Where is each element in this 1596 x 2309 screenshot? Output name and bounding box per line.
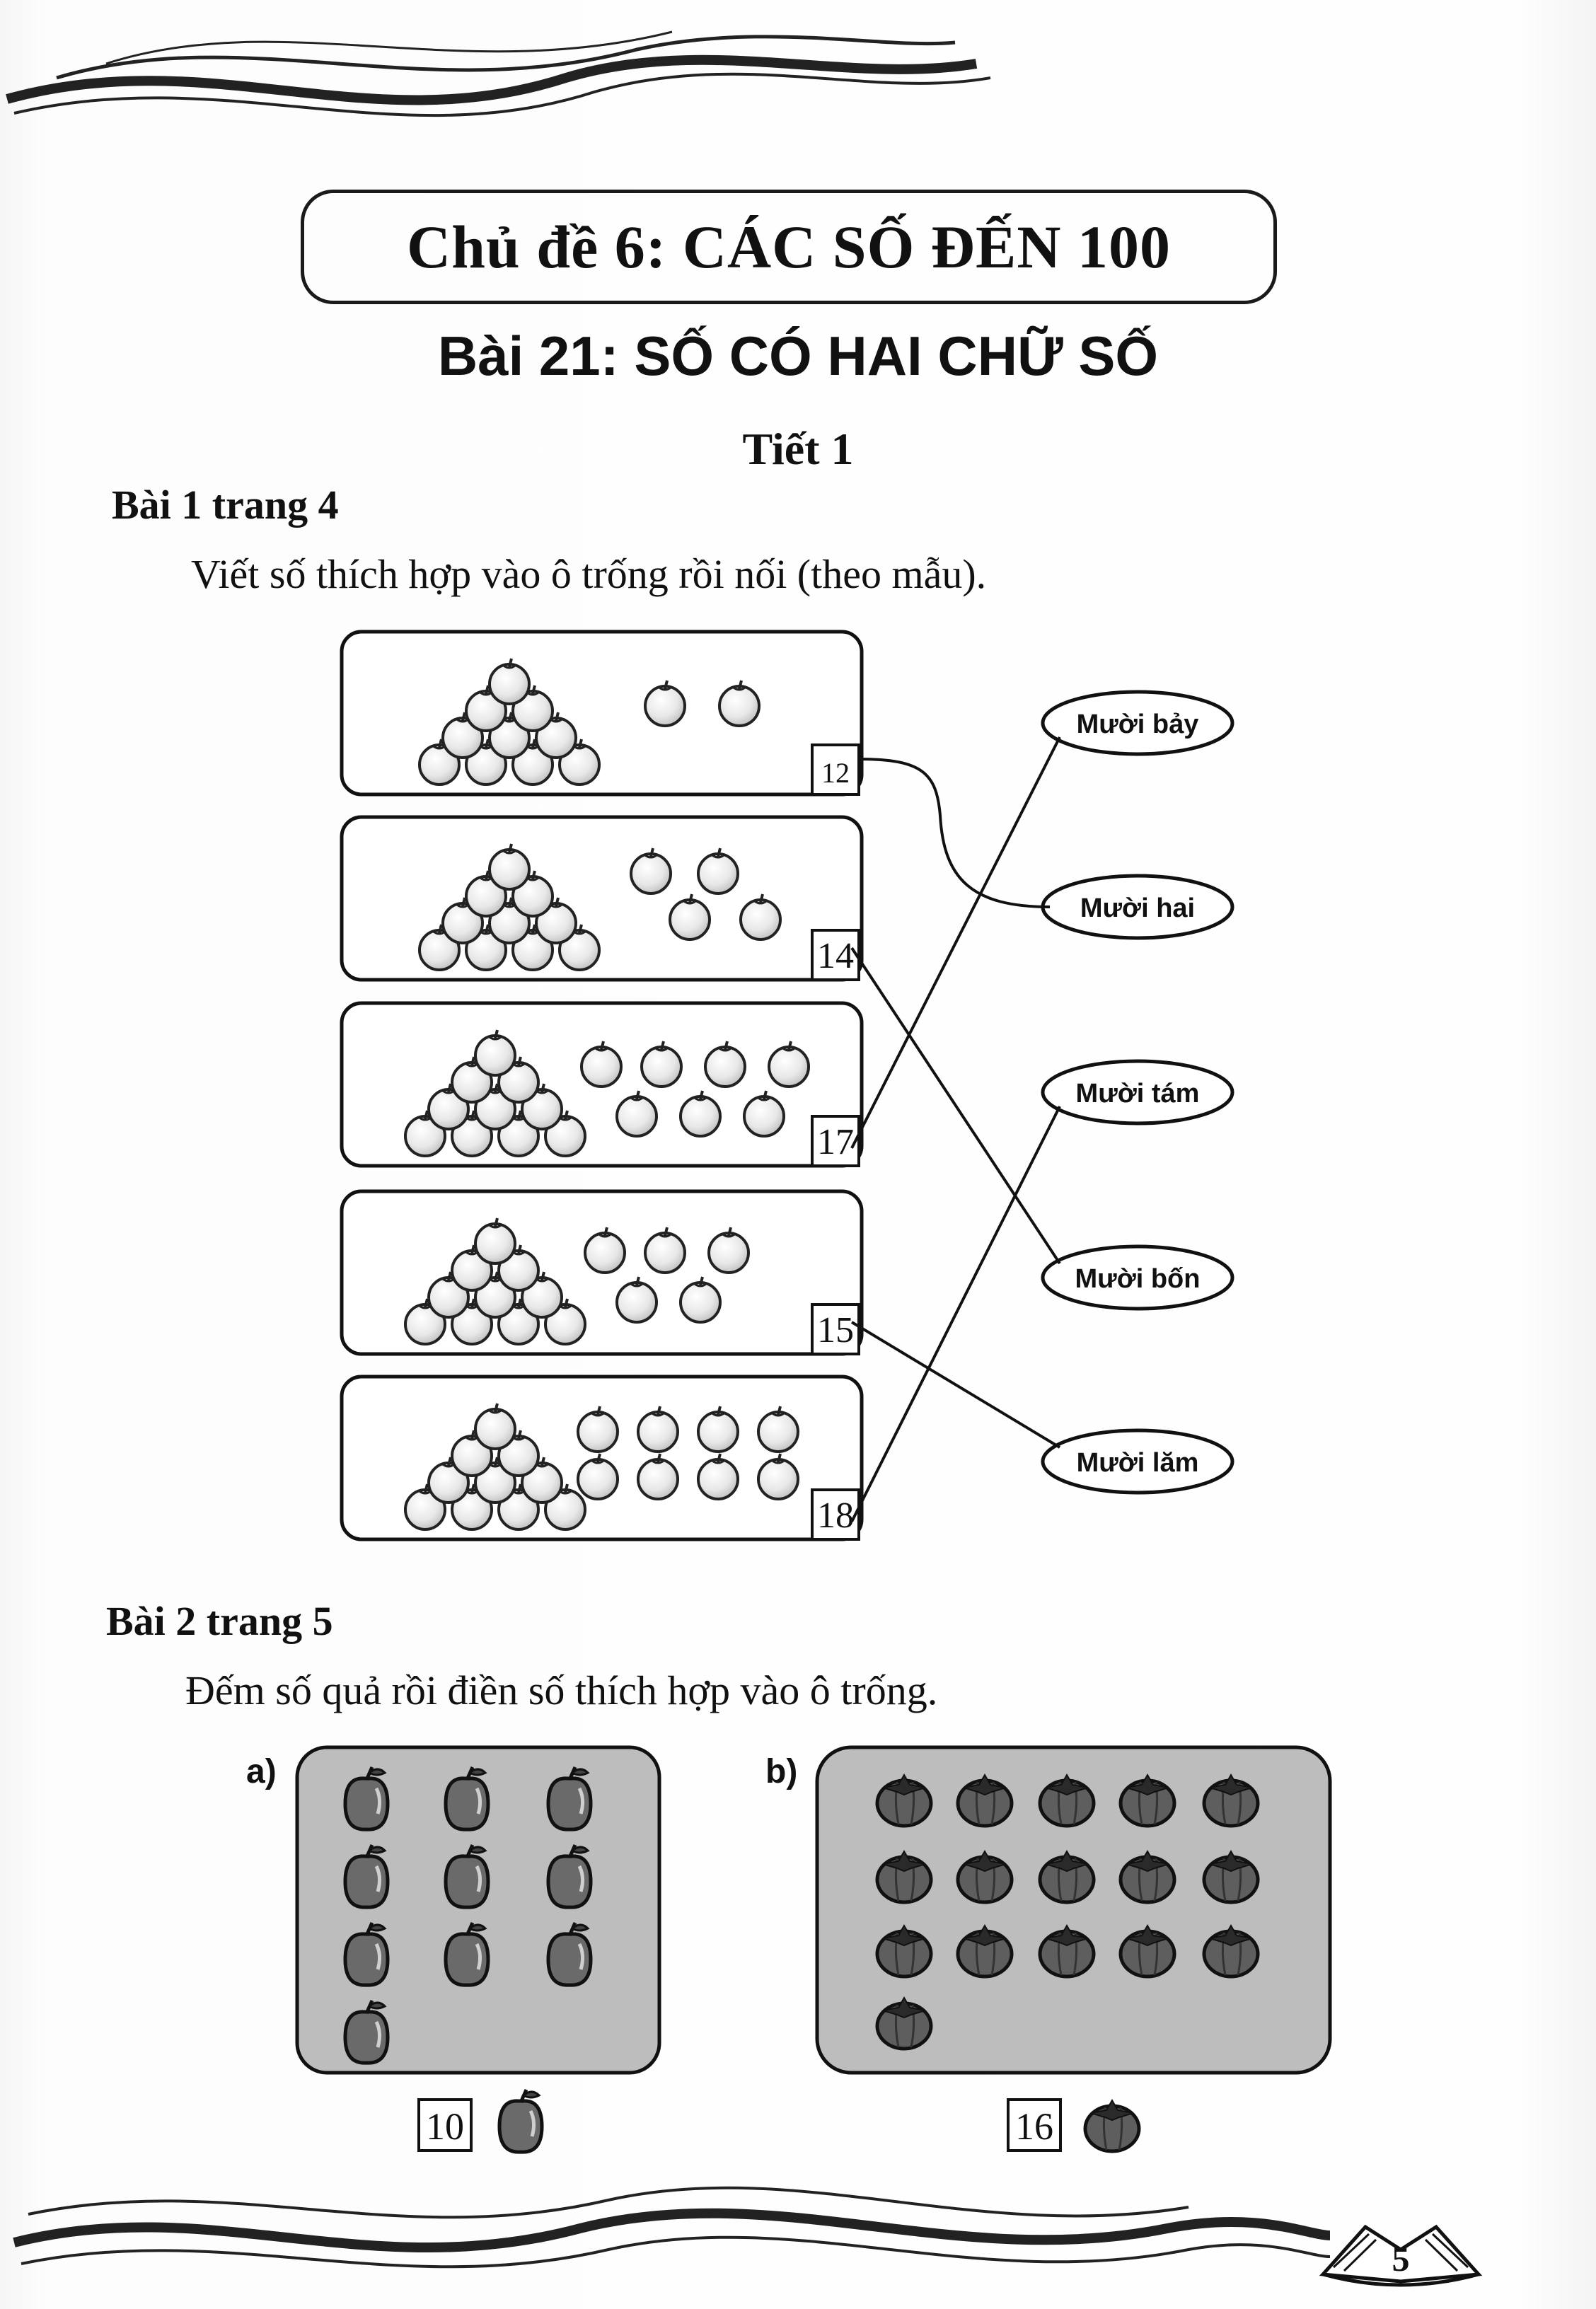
part-a-label: a) [246,1753,277,1790]
exercise1-row: 17 [340,1001,864,1168]
answer-number: 17 [817,1122,854,1162]
exercise1-row: 12 [340,630,864,797]
exercise1-instruction: Viết số thích hợp vào ô trống rồi nối (t… [191,551,987,597]
exercise2-title: Bài 2 trang 5 [106,1598,333,1644]
answer-box [811,1303,860,1355]
answer-box [811,929,860,981]
part-a-answer-box [417,2098,473,2152]
answer-box [811,1115,860,1167]
answer-number: 18 [817,1495,854,1536]
answer-number: 15 [817,1310,854,1350]
part-b-label: b) [765,1753,797,1790]
part-a-answer: 10 [426,2105,464,2148]
exercise2-instruction: Đếm số quả rồi điền số thích hợp vào ô t… [185,1667,938,1713]
page-number: 5 [1392,2239,1410,2279]
apple-icon [499,2090,542,2152]
word-label: Mười lăm [1041,1428,1234,1495]
top-wave-decoration [6,30,991,117]
word-label: Mười hai [1041,874,1234,940]
part-b-fruit-panel [815,1745,1332,2075]
open-book-icon [1319,2224,1483,2287]
connection-line [850,736,1061,1149]
answer-number: 12 [821,757,850,789]
connection-line [850,947,1061,1265]
connection-line [850,1106,1061,1522]
svg-text:Mười bốn: Mười bốn [1075,1264,1201,1294]
svg-text:Mười lăm: Mười lăm [1077,1448,1199,1478]
answer-box [811,743,860,796]
answer-number: 14 [817,936,854,976]
lesson-title: Bài 21: SỐ CÓ HAI CHỮ SỐ [437,325,1159,387]
period-label: Tiết 1 [742,424,854,474]
exercise1-row: 18 [340,1375,864,1541]
exercise1-rows: 12 14 17 15 18 [340,630,864,1541]
exercise1-title: Bài 1 trang 4 [112,482,339,528]
connection-line [850,1321,1061,1449]
svg-text:Mười tám: Mười tám [1076,1079,1200,1109]
tomato-icon [1085,2100,1139,2151]
exercise1-row: 14 [340,815,864,982]
answer-box [811,1488,860,1541]
word-label: Mười tám [1041,1059,1234,1125]
word-label: Mười bốn [1041,1244,1234,1311]
word-label: Mười bảy [1041,690,1234,756]
connection-line [858,758,1051,908]
bottom-wave-decoration [13,2186,1331,2269]
exercise1-connections [850,736,1061,1522]
part-b-answer: 16 [1015,2105,1053,2148]
part-b-answer-box [1007,2098,1062,2152]
topic-title: Chủ đề 6: CÁC SỐ ĐẾN 100 [301,190,1277,304]
exercise1-row: 15 [340,1189,864,1356]
svg-text:Mười bảy: Mười bảy [1077,710,1199,739]
svg-text:Mười hai: Mười hai [1080,893,1195,923]
